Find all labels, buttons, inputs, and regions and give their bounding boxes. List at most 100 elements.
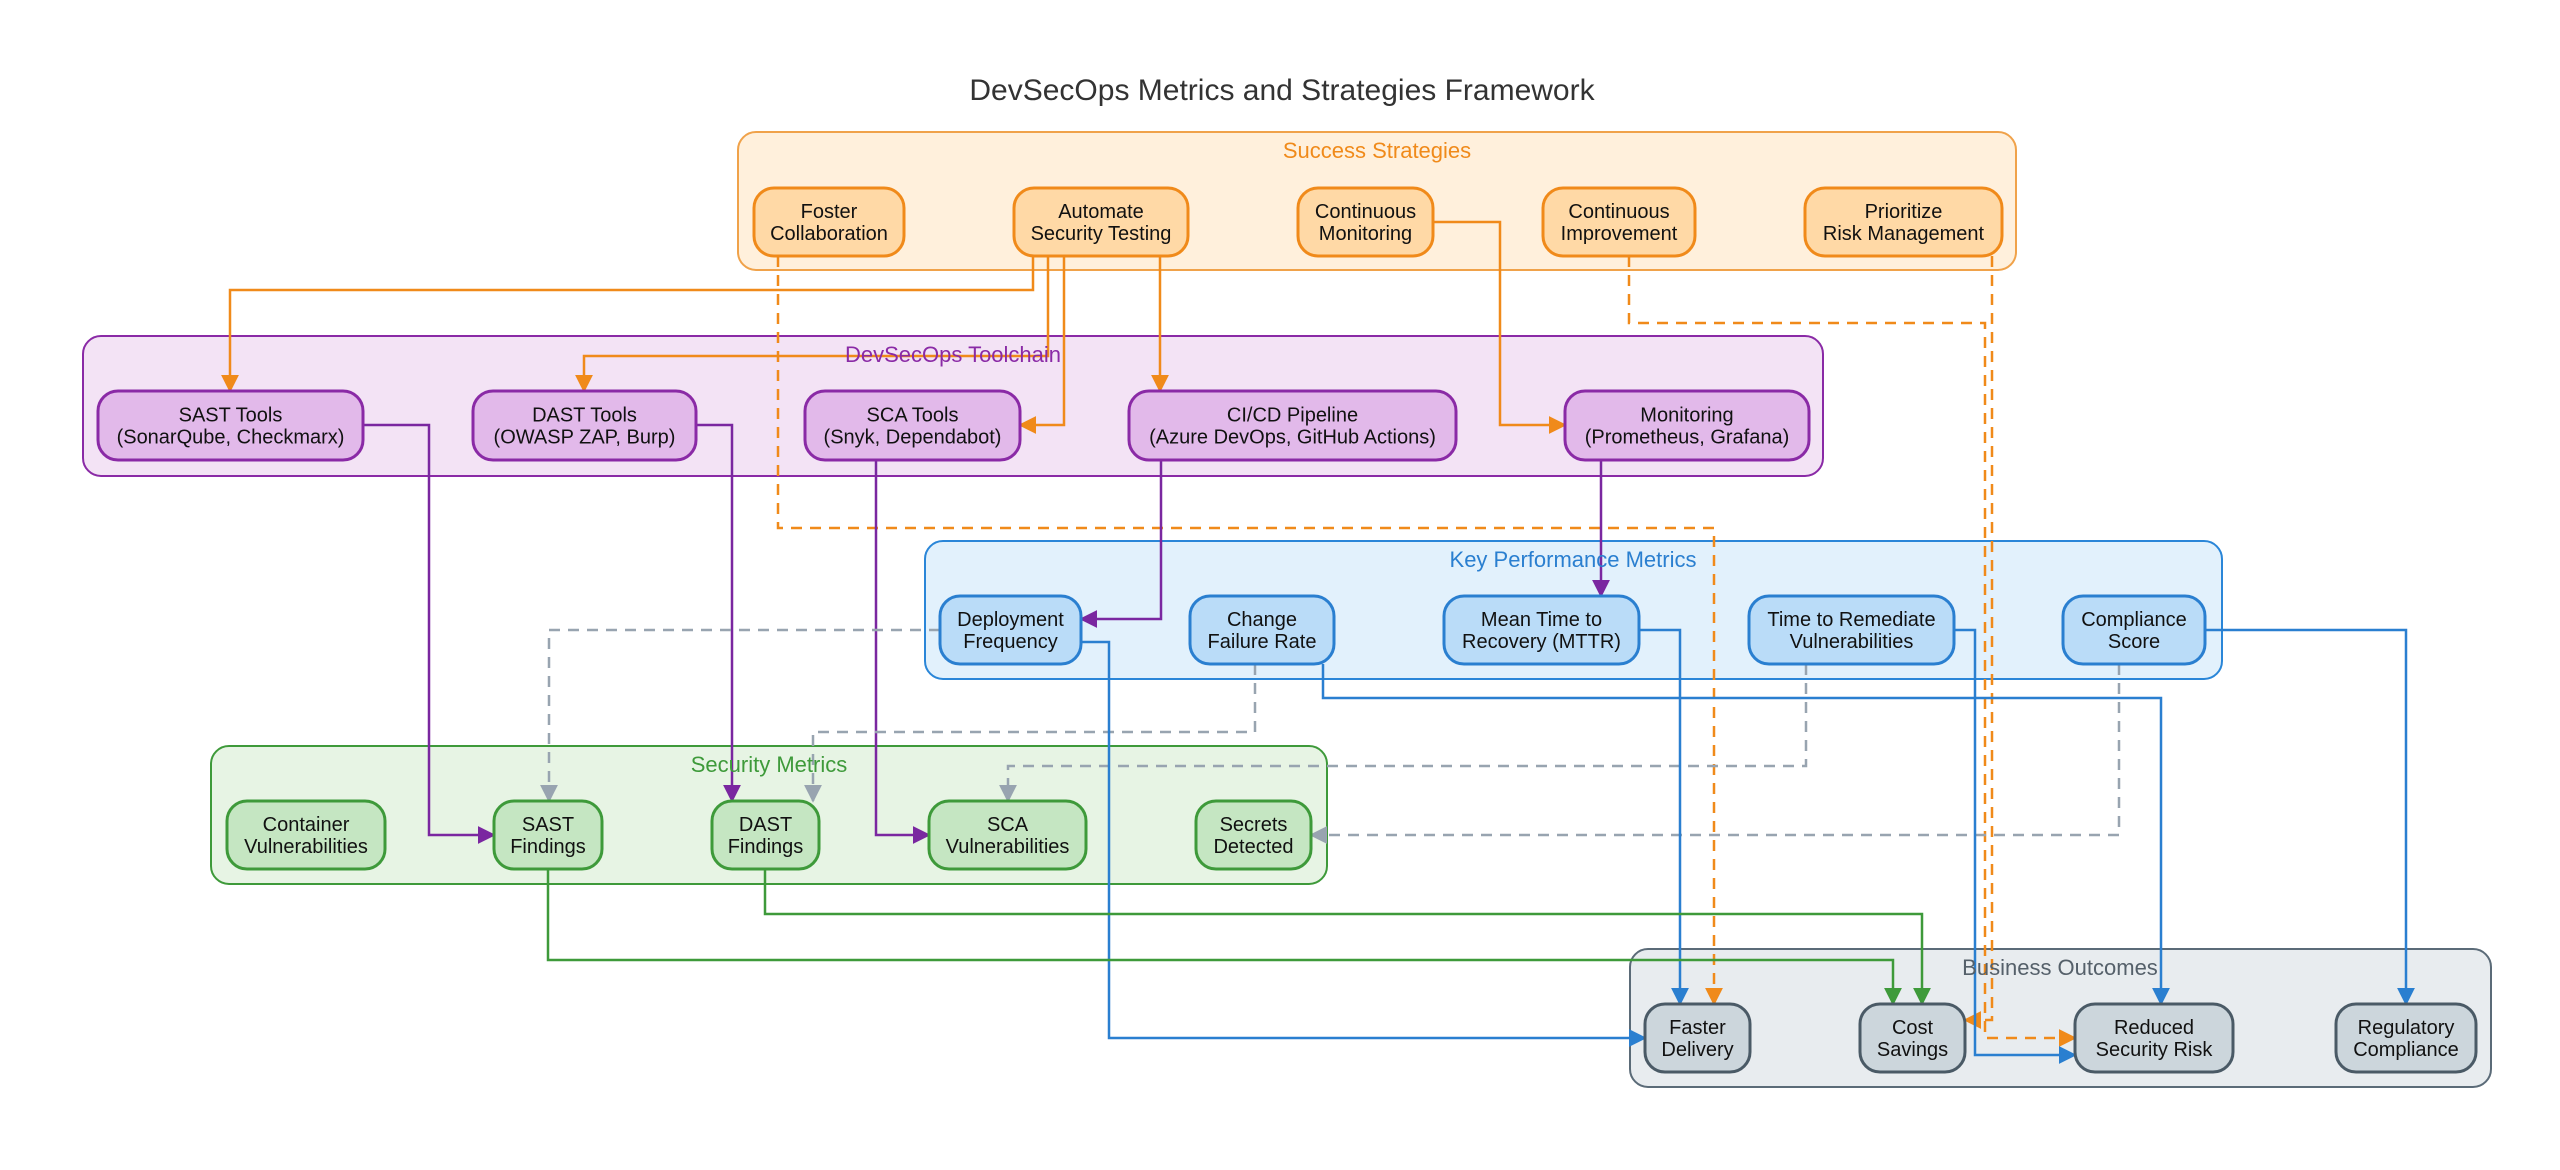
group-label-strategies: Success Strategies [1283, 138, 1471, 163]
node-sca_tools[interactable]: SCA Tools(Snyk, Dependabot) [803, 389, 1022, 462]
node-sast_tools-box [96, 389, 365, 462]
node-foster-label-line: Collaboration [770, 223, 888, 245]
edge-automate-to-sast_tools [221, 256, 1035, 393]
edge-sast_f-to-cost [546, 869, 1902, 1006]
edge-sca_tools-to-sca_v [874, 460, 931, 844]
node-compliance-label-line: Score [2108, 631, 2160, 653]
node-prioritize-box [1803, 186, 2004, 258]
group-label-security: Security Metrics [691, 752, 847, 777]
node-deploy-box [938, 594, 1083, 666]
edge-contmon-to-monitoring [1433, 220, 1567, 434]
edge-contimp-to-reduced [1627, 256, 2077, 1047]
node-cost-label-line: Savings [1877, 1039, 1948, 1061]
node-sca_v-box [927, 799, 1088, 871]
node-regulatory-label-line: Regulatory [2358, 1017, 2455, 1039]
node-faster-box [1643, 1002, 1752, 1074]
node-sast_f-box [492, 799, 604, 871]
edge-ttr-to-reduced [1954, 628, 2077, 1064]
node-faster-label-line: Delivery [1661, 1039, 1733, 1061]
node-cfr-label-line: Change [1227, 609, 1297, 631]
group-label-business: Business Outcomes [1962, 955, 2158, 980]
node-mttr-label-line: Mean Time to [1481, 609, 1602, 631]
node-monitoring[interactable]: Monitoring(Prometheus, Grafana) [1563, 389, 1811, 462]
node-sca_v-label-line: SCA [987, 814, 1029, 836]
node-automate-label-line: Security Testing [1031, 223, 1172, 245]
node-dast_tools[interactable]: DAST Tools(OWASP ZAP, Burp) [471, 389, 698, 462]
node-cost-box [1858, 1002, 1967, 1074]
node-contimp-box [1541, 186, 1697, 258]
node-secrets-label-line: Detected [1213, 836, 1293, 858]
node-cfr-label-line: Failure Rate [1208, 631, 1317, 653]
node-cicd-label-line: CI/CD Pipeline [1227, 405, 1358, 427]
node-deploy-label-line: Frequency [963, 631, 1058, 653]
node-foster-label-line: Foster [801, 201, 858, 223]
node-sast_f-label-line: Findings [510, 836, 586, 858]
edge-sast_tools-to-sast_f [363, 423, 496, 844]
node-deploy-label-line: Deployment [957, 609, 1064, 631]
node-cfr-box [1188, 594, 1336, 666]
node-dast_tools-label-line: DAST Tools [532, 405, 637, 427]
node-sast_tools[interactable]: SAST Tools(SonarQube, Checkmarx) [96, 389, 365, 462]
node-contimp-label-line: Continuous [1568, 201, 1669, 223]
edge-compliance-to-secrets [1309, 664, 2121, 844]
node-automate-label-line: Automate [1058, 201, 1144, 223]
node-monitoring-box [1563, 389, 1811, 462]
node-contmon-box [1296, 186, 1435, 258]
node-faster-label-line: Faster [1669, 1017, 1726, 1039]
node-monitoring-label-line: Monitoring [1640, 405, 1733, 427]
node-cicd-label-line: (Azure DevOps, GitHub Actions) [1149, 427, 1436, 449]
edge-cicd-to-deploy [1079, 460, 1163, 628]
node-prioritize-label-line: Prioritize [1865, 201, 1943, 223]
node-cicd[interactable]: CI/CD Pipeline(Azure DevOps, GitHub Acti… [1127, 389, 1458, 462]
edge-deploy-to-faster [1081, 640, 1647, 1047]
edge-ttr-to-sca_v [999, 664, 1808, 803]
group-business [1629, 948, 2492, 1088]
group-business-box [1629, 948, 2492, 1088]
node-sast_tools-label-line: (SonarQube, Checkmarx) [117, 427, 345, 449]
node-dast_tools-box [471, 389, 698, 462]
diagram-title: DevSecOps Metrics and Strategies Framewo… [969, 74, 1595, 107]
node-contmon-label-line: Monitoring [1319, 223, 1412, 245]
node-monitoring-label-line: (Prometheus, Grafana) [1585, 427, 1790, 449]
node-reduced-box [2073, 1002, 2235, 1074]
node-sca_tools-box [803, 389, 1022, 462]
edges-layer [221, 220, 2415, 1064]
node-secrets-label-line: Secrets [1220, 814, 1288, 836]
edge-compliance-to-regulatory [2205, 628, 2415, 1006]
group-label-kpi: Key Performance Metrics [1450, 547, 1697, 572]
node-reduced-label-line: Reduced [2114, 1017, 2194, 1039]
edge-automate-to-dast_tools [575, 256, 1050, 393]
node-dast_f-label-line: DAST [739, 814, 792, 836]
node-container-box [225, 799, 387, 871]
edge-automate-to-sca_tools [1018, 256, 1066, 434]
node-compliance-label-line: Compliance [2081, 609, 2187, 631]
node-container-label-line: Vulnerabilities [244, 836, 368, 858]
edge-mttr-to-faster [1639, 628, 1689, 1006]
node-sca_v-label-line: Vulnerabilities [946, 836, 1070, 858]
node-sca_tools-label-line: SCA Tools [867, 405, 959, 427]
node-dast_f-label-line: Findings [728, 836, 804, 858]
node-dast_f-box [710, 799, 821, 871]
node-container-label-line: Container [263, 814, 350, 836]
